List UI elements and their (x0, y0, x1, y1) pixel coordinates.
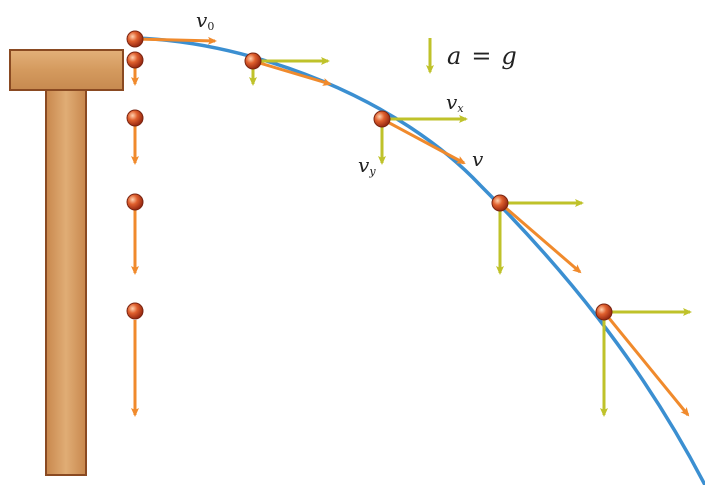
ball (126, 30, 144, 48)
velocity-arrow (602, 311, 690, 417)
table-top (9, 49, 124, 91)
ball (126, 193, 144, 211)
velocity-arrows (134, 36, 690, 417)
table-leg (45, 89, 87, 476)
label-v0: v0 (196, 8, 214, 33)
velocity-arrow (499, 201, 582, 274)
component-arrows (249, 38, 692, 417)
trajectory-curve (134, 36, 705, 485)
ball (126, 302, 144, 320)
label-v: v (472, 147, 484, 171)
table (9, 49, 124, 476)
v0-arrow (134, 36, 217, 45)
label-acceleration: a=g (447, 42, 517, 70)
ball (373, 110, 391, 128)
ball (126, 109, 144, 127)
velocity-arrow (252, 59, 332, 86)
velocity-arrow (381, 117, 466, 165)
ball (491, 194, 509, 212)
ball (595, 303, 613, 321)
ball (244, 52, 262, 70)
label-vx: vx (446, 90, 464, 115)
label-vy: vy (358, 153, 376, 178)
balls (126, 30, 613, 321)
ball (126, 51, 144, 69)
